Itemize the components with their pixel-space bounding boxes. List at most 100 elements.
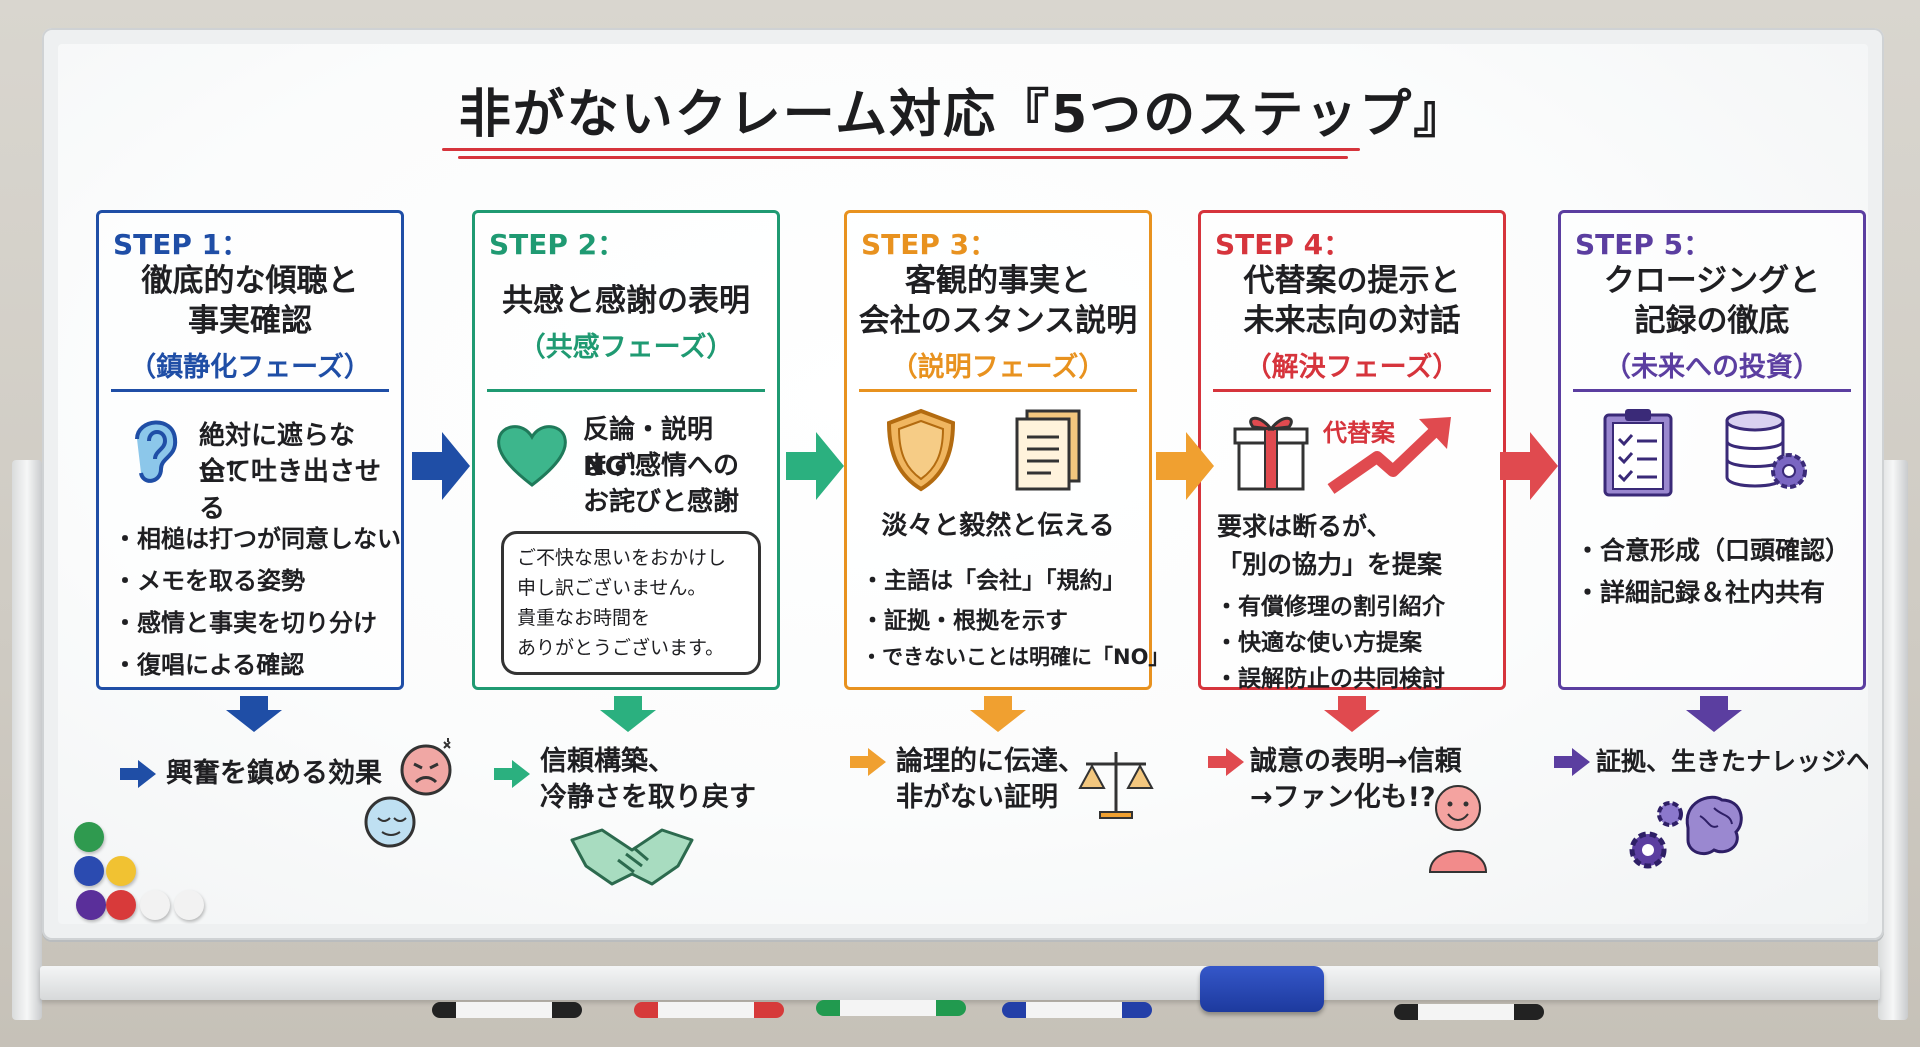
marker-blue[interactable] <box>1002 1002 1152 1018</box>
magnet-red <box>106 890 136 920</box>
step-3-result-line-2: 非がない証明 <box>896 782 1058 813</box>
marker-red[interactable] <box>634 1002 784 1018</box>
step-3-bullet-2: ・証拠・根拠を示す <box>861 608 1068 634</box>
arrow-right-icon-2 <box>786 432 844 500</box>
step-4-bullet-2: ・快適な使い方提案 <box>1215 630 1422 656</box>
step-3-heading-line-1: 客観的事実と <box>905 263 1091 299</box>
step-3-label: STEP 3： <box>861 228 998 261</box>
step-2-lead-1: 反論・説明NG！ <box>583 415 714 482</box>
step-5-card: STEP 5： クロージングと 記録の徹底 （未来への投資） ・合意形成（口頭確… <box>1558 210 1866 690</box>
database-gear-icon <box>1725 410 1807 489</box>
speech-line-3: 貴重なお時間を <box>517 607 651 629</box>
step-4-label: STEP 4： <box>1215 228 1352 261</box>
gift-icon <box>1233 416 1309 491</box>
step-3-heading-line-2: 会社のスタンス説明 <box>858 303 1138 339</box>
step-5-heading-line-2: 記録の徹底 <box>1634 303 1790 339</box>
title-underline-2 <box>458 156 1348 159</box>
arrow-right-icon-4 <box>1500 432 1558 500</box>
step-2-card: STEP 2： 共感と感謝の表明 （共感フェーズ） 反論・説明NG！ まず感情へ… <box>472 210 780 690</box>
step-1-bullet-1: ・相槌は打つが同意しない <box>113 525 401 553</box>
shield-icon <box>886 408 956 492</box>
step-4-lead-2: 「別の協力」を提案 <box>1217 550 1443 579</box>
step-1-phase: （鎮静化フェーズ） <box>129 352 371 383</box>
step-4-heading-line-2: 未来志向の対話 <box>1243 303 1461 339</box>
step-4-result-line-1: 誠意の表明→信頼 <box>1250 746 1462 777</box>
result-arrow-icon-3 <box>850 748 886 776</box>
step-4-card: STEP 4： 代替案の提示と 未来志向の対話 （解決フェーズ） 代替案 要求は… <box>1198 210 1506 692</box>
step-2-heading-line-1: 共感と感謝の表明 <box>502 283 750 319</box>
eraser[interactable] <box>1200 966 1324 1012</box>
marker-green[interactable] <box>816 1000 966 1016</box>
step-2-result-line-1: 信頼構築、 <box>540 746 675 777</box>
calm-face-icon <box>364 796 416 848</box>
step-2-result-line-2: 冷静さを取り戻す <box>540 782 756 813</box>
step-5-phase: （未来への投資） <box>1604 352 1820 383</box>
step-5-bullet-1: ・合意形成（口頭確認） <box>1575 536 1851 565</box>
step-5-label: STEP 5： <box>1575 228 1712 261</box>
step-2-lead-2: まず感情への <box>583 451 740 481</box>
step-1-divider <box>111 389 389 392</box>
step-1-bullet-4: ・復唱による確認 <box>113 651 305 679</box>
magnet-blue <box>74 856 104 886</box>
step-5-result: 証拠、生きたナレッジへ <box>1596 747 1868 776</box>
arrow-down-icon-3 <box>970 696 1026 732</box>
step-1-lead-2: 全て吐き出させる <box>199 457 382 524</box>
step-2-lead-3: お詫びと感謝 <box>583 487 740 517</box>
step-4-bullet-1: ・有償修理の割引紹介 <box>1215 594 1445 620</box>
step-5-divider <box>1573 389 1851 392</box>
step-4-lead-1: 要求は断るが、 <box>1217 512 1392 541</box>
angry-face-icon <box>400 738 452 796</box>
arrow-down-icon-4 <box>1324 696 1380 732</box>
arrow-down-icon-1 <box>226 696 282 732</box>
speech-line-2: 申し訳ございません。 <box>517 577 707 599</box>
whiteboard: 非がないクレーム対応『5つのステップ』 STEP 1： 徹底的な傾聴と 事実確認… <box>58 44 1868 924</box>
step-1-bullet-3: ・感情と事実を切り分け <box>113 609 377 637</box>
step-1-heading-line-2: 事実確認 <box>188 303 312 339</box>
trend-arrow-icon <box>1327 417 1451 494</box>
step-3-bullet-1: ・主語は「会社」「規約」 <box>861 568 1126 594</box>
magnet-purple <box>76 890 106 920</box>
speech-bubble <box>501 531 761 675</box>
arrow-down-icon-5 <box>1686 696 1742 732</box>
ear-icon <box>135 420 178 483</box>
scales-icon <box>1078 752 1154 819</box>
step-4-divider <box>1213 389 1491 392</box>
marker-black-2[interactable] <box>1394 1004 1544 1020</box>
step-4-tag: 代替案 <box>1323 419 1395 447</box>
step-5-heading-line-1: クロージングと <box>1603 263 1821 299</box>
step-3-lead-1: 淡々と毅然と伝える <box>881 511 1115 541</box>
handshake-icon <box>570 828 694 886</box>
magnet-white-2 <box>174 890 204 920</box>
document-icon <box>1015 409 1081 491</box>
step-3-phase: （説明フェーズ） <box>890 352 1106 383</box>
clipboard-icon <box>1603 409 1673 497</box>
marker-tray <box>40 966 1880 1000</box>
magnet-white-1 <box>140 890 170 920</box>
step-3-card: STEP 3： 客観的事実と 会社のスタンス説明 （説明フェーズ） 淡々と毅然と… <box>844 210 1169 690</box>
step-3-result-line-1: 論理的に伝達、 <box>896 746 1085 777</box>
step-1-bullet-2: ・メモを取る姿勢 <box>113 567 305 595</box>
arrow-down-icon-2 <box>600 696 656 732</box>
speech-line-1: ご不快な思いをおかけし <box>517 547 727 569</box>
step-1-heading-line-1: 徹底的な傾聴と <box>141 263 359 299</box>
step-1-card: STEP 1： 徹底的な傾聴と 事実確認 （鎮静化フェーズ） 絶対に遮らない！ … <box>96 210 404 690</box>
result-arrow-icon-4 <box>1208 748 1244 776</box>
arrow-right-icon-1 <box>412 432 470 500</box>
step-5-bullet-2: ・詳細記録＆社内共有 <box>1575 578 1826 607</box>
step-4-heading-line-1: 代替案の提示と <box>1243 263 1461 299</box>
brain-gears-icon <box>1629 795 1743 869</box>
magnet-yellow <box>106 856 136 886</box>
title-underline <box>442 148 1360 151</box>
step-2-label: STEP 2： <box>489 228 626 261</box>
result-arrow-icon-5 <box>1554 748 1590 776</box>
result-arrow-icon-1 <box>120 760 156 788</box>
arrow-right-icon-3 <box>1156 432 1214 500</box>
marker-black-1[interactable] <box>432 1002 582 1018</box>
step-4-result-line-2: →ファン化も!? <box>1250 782 1436 813</box>
step-3-bullet-3: ・できないことは明確に「NO」 <box>861 645 1170 669</box>
step-2-divider <box>487 389 765 392</box>
stand-pole-left <box>12 460 42 1020</box>
heart-icon <box>497 425 567 487</box>
step-4-phase: （解決フェーズ） <box>1244 352 1460 383</box>
magnet-green <box>74 822 104 852</box>
